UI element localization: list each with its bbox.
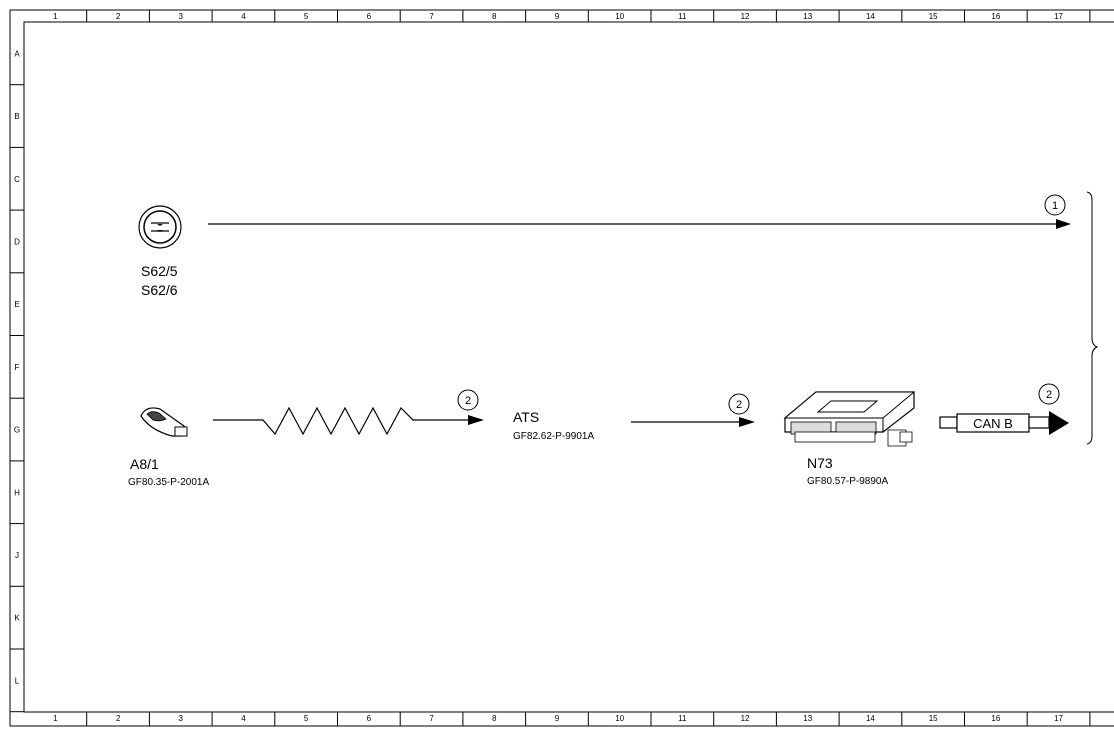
row-label: A (14, 49, 20, 58)
marker-2c: 2 (1038, 383, 1060, 405)
row-label: F (15, 363, 20, 372)
row-label: H (14, 488, 20, 497)
column-label-bottom: 10 (615, 714, 624, 723)
column-label-top: 2 (116, 12, 121, 21)
round-switch-icon (138, 205, 182, 249)
row-label: E (14, 300, 19, 309)
column-ruler: 1122334455667788991010111112121313141415… (53, 10, 1091, 726)
column-label-top: 17 (1054, 12, 1063, 21)
key-label: A8/1 (130, 456, 159, 472)
signal-arrow-1 (1056, 219, 1071, 229)
row-label: K (14, 614, 20, 623)
svg-text:2: 2 (1046, 389, 1052, 401)
column-label-bottom: 9 (555, 714, 560, 723)
column-label-top: 8 (492, 12, 497, 21)
column-label-top: 13 (803, 12, 812, 21)
column-label-bottom: 16 (991, 714, 1000, 723)
row-label: J (15, 551, 19, 560)
key-fob-icon (140, 407, 188, 437)
row-ruler: A B C D E F G H J K L (10, 49, 24, 713)
svg-text:1: 1 (1052, 200, 1058, 212)
brace (1086, 191, 1099, 445)
column-label-bottom: 4 (241, 714, 246, 723)
column-label-bottom: 8 (492, 714, 497, 723)
svg-text:2: 2 (465, 395, 471, 407)
column-label-top: 9 (555, 12, 560, 21)
column-label-top: 1 (53, 12, 58, 21)
column-label-top: 5 (304, 12, 309, 21)
radio-signal-arrow (468, 415, 484, 425)
column-label-bottom: 15 (929, 714, 938, 723)
can-bus-label: CAN B (973, 416, 1013, 431)
column-label-bottom: 1 (53, 714, 58, 723)
control-unit-icon (783, 391, 916, 447)
column-label-top: 12 (741, 12, 750, 21)
inner-frame (23, 21, 1114, 713)
row-label: G (14, 426, 20, 435)
column-label-bottom: 12 (741, 714, 750, 723)
column-label-top: 6 (367, 12, 372, 21)
marker-1: 1 (1044, 194, 1066, 216)
outer-frame (9, 9, 1114, 727)
module-label: N73 (807, 455, 833, 471)
row-label: D (14, 237, 20, 246)
radio-signal-line (213, 406, 468, 436)
column-label-top: 14 (866, 12, 875, 21)
svg-text:2: 2 (736, 399, 742, 411)
row-label: L (15, 676, 20, 685)
column-label-bottom: 7 (429, 714, 434, 723)
marker-2b: 2 (728, 393, 750, 415)
marker-2a: 2 (457, 389, 479, 411)
row-label: C (14, 175, 20, 184)
column-label-bottom: 17 (1054, 714, 1063, 723)
column-label-top: 16 (991, 12, 1000, 21)
column-label-top: 10 (615, 12, 624, 21)
column-label-bottom: 2 (116, 714, 121, 723)
row-label: B (14, 112, 19, 121)
key-ref: GF80.35-P-2001A (128, 477, 209, 488)
ats-ref: GF82.62-P-9901A (513, 431, 594, 442)
column-label-bottom: 5 (304, 714, 309, 723)
switch-label-1: S62/5 (141, 263, 178, 279)
signal-arrow-2 (739, 417, 755, 427)
column-label-bottom: 11 (678, 714, 687, 723)
column-label-bottom: 6 (367, 714, 372, 723)
can-bus-connector (939, 411, 1069, 435)
switch-label-2: S62/6 (141, 282, 178, 298)
column-label-top: 11 (678, 12, 687, 21)
column-label-bottom: 14 (866, 714, 875, 723)
module-ref: GF80.57-P-9890A (807, 476, 888, 487)
column-label-top: 4 (241, 12, 246, 21)
column-label-top: 3 (179, 12, 184, 21)
column-label-top: 7 (429, 12, 434, 21)
ats-label: ATS (513, 409, 539, 425)
column-label-top: 15 (929, 12, 938, 21)
column-label-bottom: 13 (803, 714, 812, 723)
column-label-bottom: 3 (179, 714, 184, 723)
